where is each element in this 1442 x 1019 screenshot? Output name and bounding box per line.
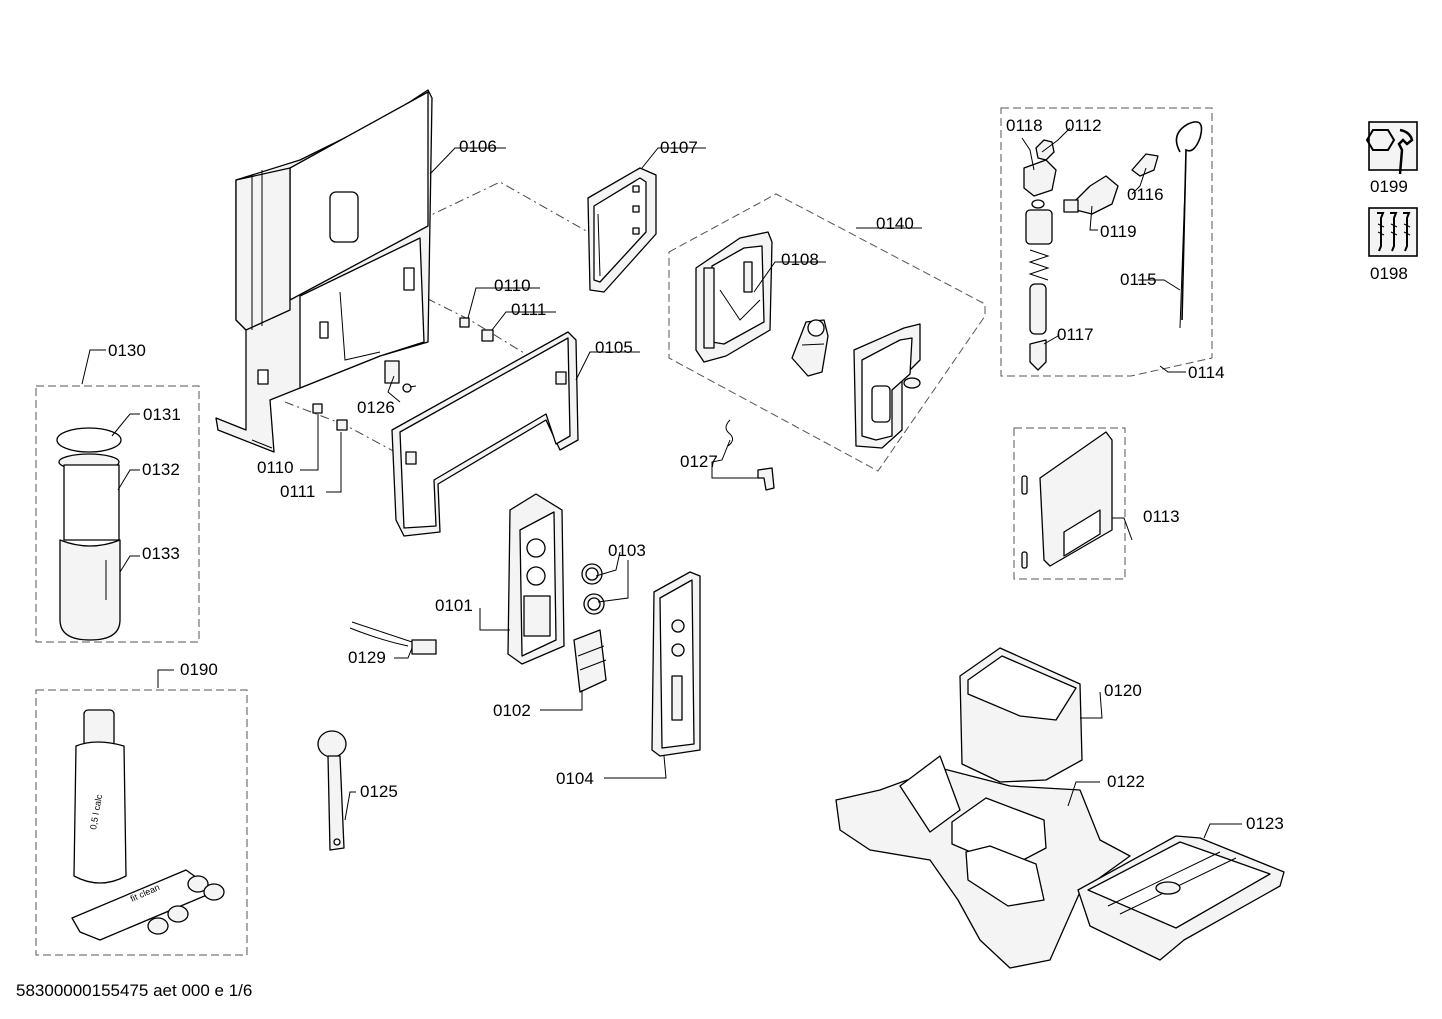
label-0130: 0130: [108, 341, 146, 360]
seal-0117: [1029, 339, 1047, 371]
label-0107: 0107: [660, 138, 698, 157]
group-box-0190: [35, 689, 248, 956]
group-box-0130: [35, 385, 200, 643]
label-0103: 0103: [608, 541, 646, 560]
drip-grid-0123: [1077, 835, 1285, 961]
label-0120: 0120: [1104, 681, 1142, 700]
cover-part-0105: [391, 331, 579, 537]
label-0115: 0115: [1120, 270, 1157, 289]
label-0199: 0199: [1370, 177, 1408, 196]
label-0123: 0123: [1246, 814, 1284, 833]
pin-0115: [1175, 121, 1203, 329]
label-0105: 0105: [595, 338, 633, 357]
housing-part-0106: [215, 89, 433, 453]
label-0114: 0114: [1188, 363, 1225, 382]
document-id-footer: 58300000155475 aet 000 e 1/6: [16, 981, 253, 1000]
label-0101: 0101: [435, 596, 473, 615]
drip-tray-0122: [835, 755, 1131, 969]
label-0104: 0104: [556, 769, 594, 788]
label-0132: 0132: [142, 460, 180, 479]
valve-head-0118: [1023, 159, 1057, 335]
holder-part-0108: [695, 231, 773, 363]
wire-clip-0127: [725, 419, 775, 491]
label-0126: 0126: [357, 398, 395, 417]
label-0106: 0106: [459, 137, 497, 156]
valve-part-0140: [791, 319, 829, 377]
label-0110-bottom: 0110: [257, 458, 294, 477]
buttons-0103: [581, 563, 605, 615]
label-0131: 0131: [143, 405, 181, 424]
label-0125: 0125: [360, 782, 398, 801]
group-box-0114: [1000, 107, 1213, 377]
label-0102: 0102: [493, 701, 531, 720]
label-0112: 0112: [1065, 116, 1102, 135]
clip-0110: [459, 317, 470, 328]
container-part-0140: [853, 323, 921, 449]
label-0118: 0118: [1006, 116, 1043, 135]
wrench-tool-icon: [1365, 121, 1418, 175]
label-0110-top: 0110: [494, 276, 531, 295]
control-board-0101: [507, 493, 565, 665]
label-0140: 0140: [876, 214, 914, 233]
label-0117: 0117: [1057, 325, 1094, 344]
group-box-0140: [668, 193, 986, 472]
clip-0110: [312, 403, 323, 414]
label-0111-bottom: 0111: [280, 482, 315, 501]
label-0111-top: 0111: [511, 300, 546, 319]
bracket-part-0107: [587, 167, 657, 293]
wire-harness-0129: [349, 621, 437, 655]
measuring-spoon-0125: [317, 730, 347, 851]
label-0122: 0122: [1107, 772, 1145, 791]
label-0108: 0108: [781, 250, 819, 269]
label-0133: 0133: [142, 544, 180, 563]
nozzle-0116: [1131, 153, 1159, 177]
care-kit-0190: 0,5 l calc fit clean: [71, 709, 225, 941]
group-box-0113: [1013, 427, 1126, 580]
label-0198: 0198: [1370, 264, 1408, 283]
control-panel-0104: [651, 571, 701, 757]
screws-icon: [1368, 207, 1418, 257]
label-0190: 0190: [180, 660, 218, 679]
bean-container-0120: [959, 647, 1083, 783]
clip-0111: [481, 329, 494, 342]
connector-0119: [1063, 175, 1119, 215]
label-0129: 0129: [348, 648, 386, 667]
label-0127: 0127: [680, 452, 718, 471]
label-0119: 0119: [1100, 222, 1137, 241]
clip-0111: [336, 419, 348, 431]
label-0116: 0116: [1127, 185, 1164, 204]
label-0113: 0113: [1143, 507, 1180, 526]
screw-part-0126: [384, 360, 417, 393]
cover-part-0113: [1021, 431, 1113, 569]
water-filter-0130: [56, 427, 122, 641]
keypad-0102: [573, 629, 607, 693]
leader-lines: [81, 127, 1242, 839]
